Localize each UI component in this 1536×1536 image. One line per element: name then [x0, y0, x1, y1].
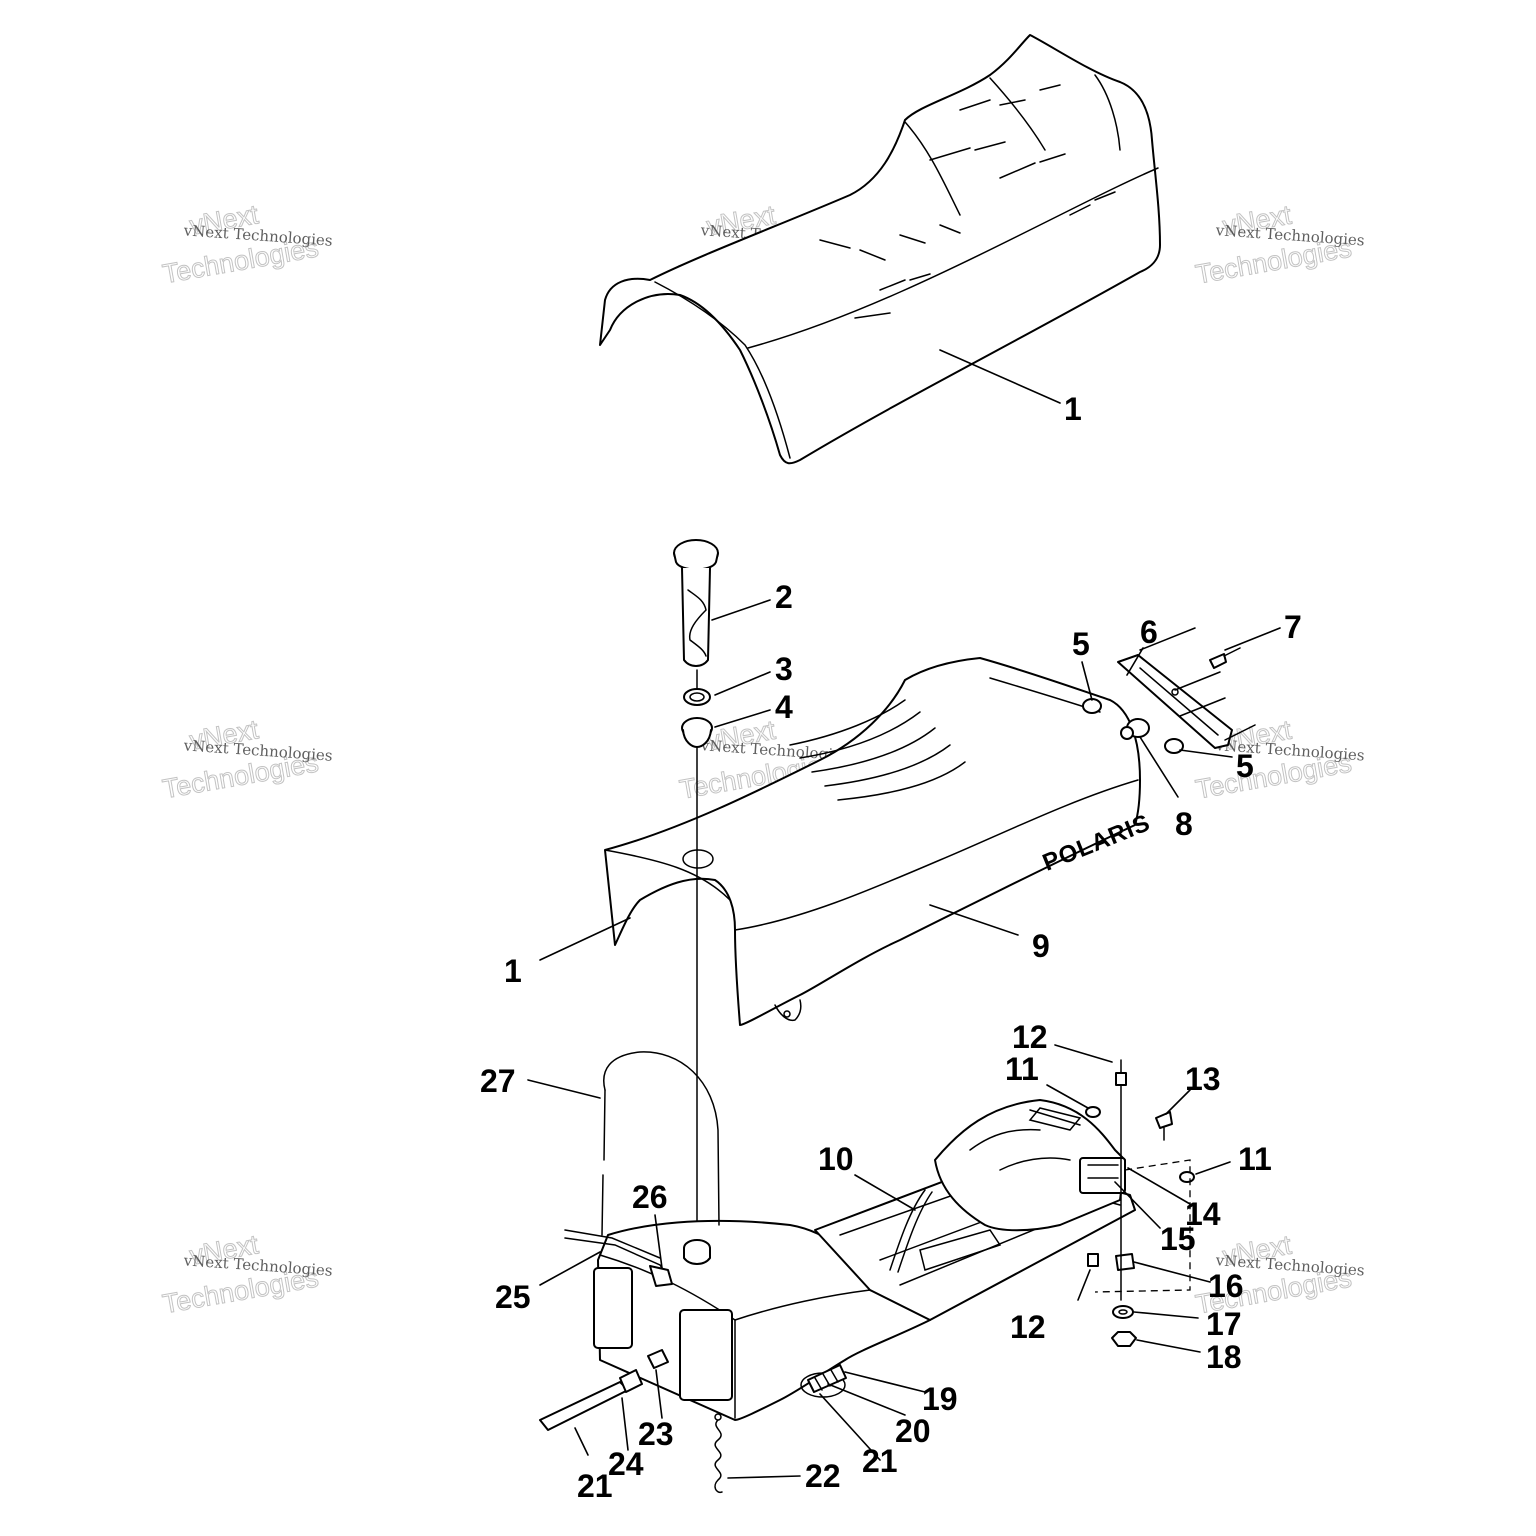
pin-12-bottom [1087, 1253, 1099, 1267]
callout-16: 16 [1208, 1268, 1244, 1304]
hardware-dashed-path [1094, 1159, 1191, 1293]
callout-12-top: 12 [1012, 1019, 1048, 1055]
callout-8: 8 [1175, 806, 1193, 842]
grommet-4 [681, 717, 713, 748]
watermark-bottom-left: vNext Technologies vNext Technologies [160, 1229, 333, 1320]
callout-5-bottom: 5 [1236, 748, 1254, 784]
callout-11-right: 11 [1238, 1141, 1272, 1177]
seat-assembly: POLARIS [604, 657, 1154, 1026]
fitting-19-20-21 [807, 1364, 847, 1393]
callout-20: 20 [895, 1413, 931, 1449]
callout-17: 17 [1206, 1306, 1242, 1342]
callout-26: 26 [632, 1179, 668, 1215]
callout-3: 3 [775, 651, 793, 687]
bumper-5-top [1082, 698, 1102, 714]
callout-10: 10 [818, 1141, 854, 1177]
fuel-line-10 [889, 1189, 926, 1271]
gasket-3 [683, 688, 711, 706]
clip-16 [1115, 1253, 1135, 1271]
callout-4: 4 [775, 689, 793, 725]
callout-9: 9 [1032, 928, 1050, 964]
rear-bracket [1117, 627, 1256, 749]
rear-storage-box [934, 1099, 1126, 1232]
spring-22 [714, 1413, 723, 1494]
callout-labels: 1 2 3 4 5 6 7 8 5 9 1 10 12 11 13 11 14 … [480, 391, 1302, 1504]
fuel-line-10-outer [897, 1191, 933, 1273]
watermark-top-right: vNext Technologies vNext Technologies [1193, 199, 1365, 290]
callout-21-right: 21 [862, 1443, 898, 1479]
nut-18 [1111, 1331, 1137, 1347]
bumper-5-bottom [1164, 738, 1184, 754]
callout-1-top: 1 [1064, 391, 1082, 427]
bolt-7 [1209, 647, 1241, 669]
washer-17 [1112, 1305, 1134, 1319]
vent-hose-27 [603, 1051, 720, 1226]
callout-19: 19 [922, 1381, 958, 1417]
callout-13: 13 [1185, 1061, 1221, 1097]
callout-27: 27 [480, 1063, 516, 1099]
bumper-8 [1120, 718, 1150, 740]
callout-15: 15 [1160, 1221, 1196, 1257]
pin-12-top [1115, 1059, 1127, 1086]
watermark-middle-left: vNext Technologies vNext Technologies [160, 714, 333, 805]
leader-lines [527, 349, 1281, 1479]
callout-12-bottom: 12 [1010, 1309, 1046, 1345]
vent-hose-25-edge [564, 1229, 661, 1259]
callout-6: 6 [1140, 614, 1158, 650]
callout-2: 2 [775, 579, 793, 615]
watermark-top-left: vNext Technologies vNext Technologies [160, 199, 333, 290]
fuel-tank [593, 1219, 931, 1421]
callout-25: 25 [495, 1279, 531, 1315]
latch-13 [1155, 1111, 1173, 1141]
vent-hose-27-drop [601, 1174, 604, 1236]
callout-11-left: 11 [1005, 1051, 1039, 1087]
callout-1-mid: 1 [504, 953, 522, 989]
nut-11-left [1085, 1106, 1101, 1118]
callout-23: 23 [638, 1416, 674, 1452]
nut-11-right [1179, 1171, 1195, 1183]
callout-7: 7 [1284, 609, 1302, 645]
vent-hose-27-left [603, 1089, 606, 1161]
filler-cap [673, 539, 719, 667]
callout-5-top: 5 [1072, 626, 1090, 662]
callout-24: 24 [608, 1446, 644, 1482]
callout-14: 14 [1185, 1196, 1221, 1232]
fuel-line-21-left [539, 1349, 669, 1431]
seat-cover-top [599, 34, 1161, 465]
callout-22: 22 [805, 1458, 841, 1494]
callout-18: 18 [1206, 1339, 1242, 1375]
callout-21-left: 21 [577, 1468, 613, 1504]
